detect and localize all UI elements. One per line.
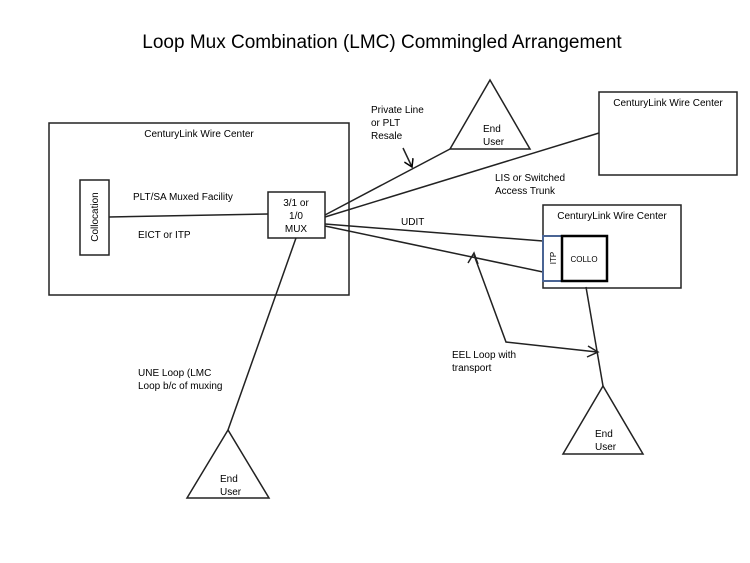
end-user-top-triangle: [448, 78, 532, 150]
mux-label-line-3: MUX: [285, 224, 308, 235]
wire-center-top-right-label: CenturyLink Wire Center: [613, 98, 723, 109]
end-user-top-line-1: End: [483, 124, 501, 135]
eel-label-2: transport: [452, 363, 492, 374]
end-user-right-line-2: User: [595, 442, 617, 453]
end-user-right-line-1: End: [595, 429, 613, 440]
facility-label: PLT/SA Muxed Facility: [133, 192, 233, 203]
une-label-1: UNE Loop (LMC: [138, 368, 211, 379]
mux-label-line-2: 1/0: [289, 211, 303, 222]
private-line-label-2: or PLT: [371, 118, 400, 129]
end-user-right-triangle: [561, 384, 645, 455]
une-loop-connection: [227, 237, 297, 431]
udit-label: UDIT: [401, 217, 424, 228]
eel-label-1: EEL Loop with: [452, 350, 516, 361]
end-user-right: End User: [561, 384, 645, 455]
eict-label: EICT or ITP: [138, 230, 191, 241]
eel-arrow: [473, 254, 598, 353]
lis-label-1: LIS or Switched: [495, 173, 565, 184]
mux-box: [267, 191, 326, 239]
udit-connection: [324, 223, 544, 242]
end-user-bottom-left-line-1: End: [220, 474, 238, 485]
end-user-top: End User: [448, 78, 532, 150]
wire-center-mid-right: CenturyLink Wire Center ITP COLLO: [542, 204, 682, 289]
collo-box: [560, 234, 609, 283]
collocation-mux-line: [108, 213, 269, 218]
mux-label-line-1: 3/1 or: [283, 198, 309, 209]
diagram-title: Loop Mux Combination (LMC) Commingled Ar…: [142, 32, 622, 53]
wire-center-top-right: CenturyLink Wire Center: [598, 91, 738, 176]
lis-label-2: Access Trunk: [495, 186, 556, 197]
private-line-label-3: Resale: [371, 131, 403, 142]
end-user-bottom-left-triangle: [185, 428, 271, 499]
end-user-top-line-2: User: [483, 137, 505, 148]
une-label-2: Loop b/c of muxing: [138, 381, 223, 392]
wire-center-left: CenturyLink Wire Center Collocation PLT/…: [48, 122, 350, 296]
collocation-box: [79, 179, 110, 256]
collocation-label: Collocation: [90, 192, 101, 241]
private-line-connection: [324, 148, 451, 216]
collo-label: COLLO: [570, 255, 597, 264]
itp-label: ITP: [549, 252, 558, 264]
end-user-bottom-left-line-2: User: [220, 487, 242, 498]
private-line-arrow: [402, 147, 412, 167]
wire-center-left-label: CenturyLink Wire Center: [144, 129, 254, 140]
collo-end-user-connection: [585, 286, 604, 387]
eel-connection: [324, 225, 544, 273]
lis-connection: [324, 132, 600, 218]
wire-center-mid-right-label: CenturyLink Wire Center: [557, 211, 667, 222]
eel-arrowhead-up: [467, 251, 479, 265]
private-line-label-1: Private Line: [371, 105, 424, 116]
wire-center-top-right-box: [598, 91, 738, 176]
eel-arrowhead-right: [586, 345, 600, 358]
end-user-bottom-left: End User: [185, 428, 271, 499]
